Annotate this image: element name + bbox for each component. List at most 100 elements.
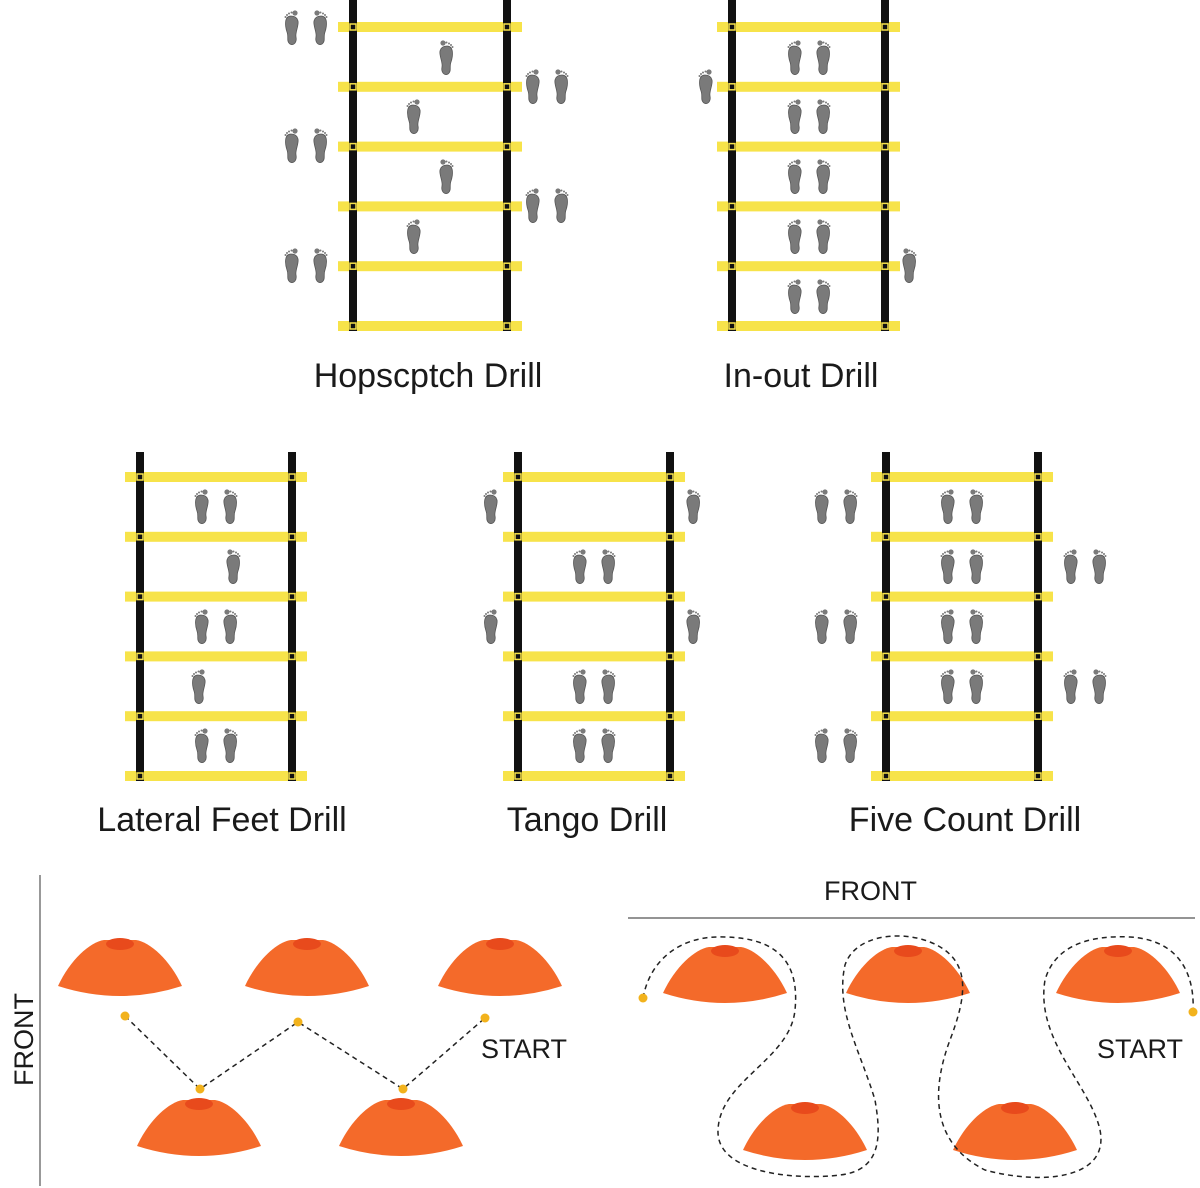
- toe: [227, 549, 233, 555]
- toe: [828, 165, 831, 167]
- left-footprint-icon: [787, 279, 802, 314]
- foot-sole: [526, 193, 540, 223]
- toe: [946, 550, 949, 553]
- ladder-rail: [288, 452, 296, 781]
- ladder-rung: [717, 261, 900, 272]
- toe: [408, 223, 410, 225]
- foot-sole: [554, 193, 568, 223]
- toe: [322, 12, 324, 15]
- foot-sole: [573, 733, 587, 763]
- cone-body: [953, 1104, 1077, 1160]
- foot-sole: [601, 733, 615, 763]
- toe: [911, 250, 913, 253]
- rung-clip: [881, 83, 889, 91]
- ladder-rail: [503, 0, 511, 331]
- toe: [197, 670, 200, 673]
- ladder-rung: [503, 591, 685, 602]
- weave-front-label: FRONT: [824, 876, 917, 906]
- toe: [944, 611, 946, 614]
- toe: [903, 248, 909, 254]
- rung-clip: [514, 592, 522, 601]
- toe: [1069, 550, 1072, 553]
- foot-sole: [226, 554, 240, 584]
- left-footprint-icon: [572, 549, 587, 584]
- toe: [224, 728, 230, 734]
- toe: [324, 132, 326, 134]
- foot-sole: [1092, 554, 1106, 584]
- ladder-rung: [338, 22, 522, 32]
- toe: [580, 669, 586, 675]
- toe: [445, 41, 448, 44]
- toe: [531, 70, 534, 73]
- right-footprint-icon: [816, 159, 831, 194]
- left-footprint-icon: [284, 128, 299, 163]
- marker-dot: [398, 1084, 408, 1094]
- rung-clip: [503, 322, 511, 330]
- rung-clip: [1034, 772, 1042, 780]
- toe: [980, 553, 982, 555]
- toe: [529, 71, 531, 74]
- rung-clip: [881, 322, 889, 330]
- cone-body: [58, 940, 182, 996]
- rung-clip: [881, 202, 889, 211]
- ladder-rung: [503, 771, 685, 781]
- right-footprint-icon: [816, 99, 831, 134]
- foot-sole: [686, 614, 700, 644]
- toe: [198, 730, 200, 733]
- drill-label-hopscotch: Hopscptch Drill: [313, 357, 543, 395]
- left-footprint-icon: [483, 609, 498, 644]
- toe: [576, 551, 578, 554]
- foot-sole: [285, 133, 299, 163]
- rung-clip: [728, 322, 736, 330]
- toe: [817, 279, 823, 285]
- toe: [324, 14, 326, 16]
- toe: [448, 42, 450, 45]
- toe: [195, 671, 197, 674]
- rung-clip: [503, 262, 511, 270]
- toe: [854, 613, 856, 615]
- toe: [232, 550, 235, 553]
- weave-start-label: START: [1097, 1034, 1184, 1064]
- toe: [284, 134, 287, 136]
- toe: [1104, 675, 1107, 677]
- toe: [942, 673, 944, 675]
- right-footprint-icon: [843, 609, 858, 644]
- rung-clip: [1034, 473, 1042, 481]
- rung-clip: [1034, 652, 1042, 661]
- foot-sole: [223, 733, 237, 763]
- toe: [199, 669, 205, 675]
- toe: [286, 132, 288, 134]
- toe: [440, 40, 446, 46]
- toe: [292, 248, 298, 254]
- toe: [827, 103, 829, 105]
- toe: [849, 729, 852, 732]
- toe: [286, 252, 288, 254]
- left-footprint-icon: [1063, 669, 1078, 704]
- right-footprint-icon: [1092, 669, 1107, 704]
- cone-icon: [438, 938, 562, 996]
- toe: [576, 730, 578, 733]
- ladder-rung: [338, 261, 522, 272]
- toe: [981, 615, 984, 617]
- rung-clip: [349, 83, 357, 91]
- toe: [602, 549, 608, 555]
- toe: [791, 101, 793, 104]
- toe: [196, 493, 198, 495]
- toe: [489, 610, 492, 613]
- toe: [525, 194, 528, 196]
- toe: [232, 730, 234, 733]
- toe: [314, 128, 320, 134]
- toe: [828, 46, 831, 48]
- toe: [908, 249, 911, 252]
- foot-sole: [941, 674, 955, 704]
- toe: [286, 14, 288, 16]
- toe: [325, 254, 328, 256]
- toe: [822, 609, 828, 615]
- toe: [698, 495, 701, 497]
- toe: [789, 283, 791, 285]
- cone-body: [663, 947, 787, 1003]
- toe: [975, 670, 978, 673]
- right-footprint-icon: [601, 549, 616, 584]
- foot-sole: [969, 614, 983, 644]
- toe: [322, 250, 324, 253]
